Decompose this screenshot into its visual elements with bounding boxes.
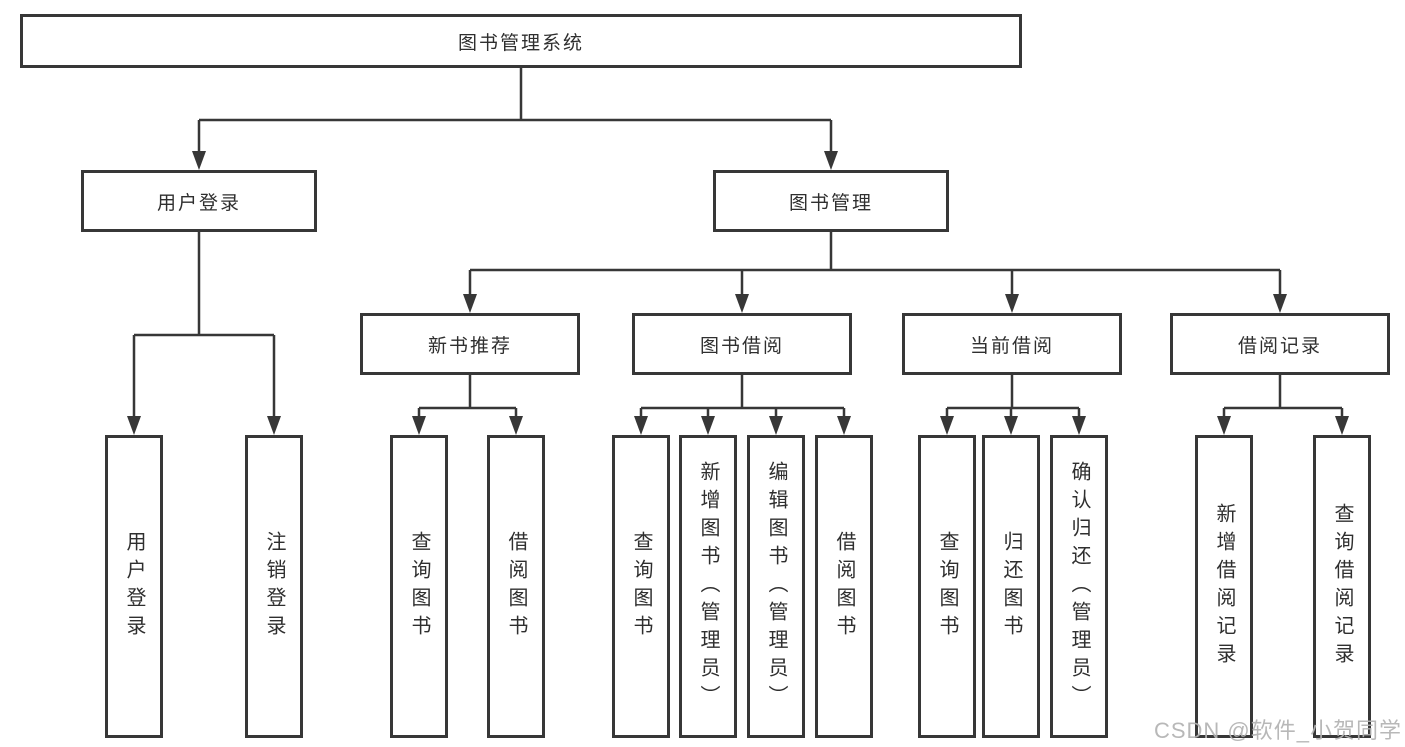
connector-borrow-records — [1222, 375, 1344, 424]
node-library-system: 图书管理系统 — [20, 14, 1022, 68]
node-label: 新增借阅记录 — [1213, 502, 1235, 671]
node-label: 借阅记录 — [1237, 335, 1322, 357]
node-label: 借阅图书 — [833, 530, 855, 643]
leaf-query-books-recommend: 查询图书 — [390, 435, 448, 738]
node-label: 用户登录 — [156, 192, 241, 214]
node-label: 查询图书 — [936, 530, 958, 643]
leaf-add-borrow-record: 新增借阅记录 — [1195, 435, 1253, 738]
watermark: CSDN @软件_小贺同学 — [1153, 718, 1402, 743]
node-label: 新书推荐 — [427, 335, 512, 357]
node-label: 图书管理系统 — [457, 32, 584, 54]
node-label: 用户登录 — [123, 530, 145, 643]
node-borrow-records: 借阅记录 — [1170, 313, 1390, 375]
node-label: 查询图书 — [408, 530, 430, 643]
connector-root — [197, 68, 833, 158]
node-label: 编辑图书（管理员） — [765, 460, 787, 713]
leaf-query-books-current: 查询图书 — [918, 435, 976, 738]
node-label: 查询借阅记录 — [1331, 502, 1353, 671]
node-book-borrow: 图书借阅 — [632, 313, 852, 375]
node-user-login: 用户登录 — [81, 170, 317, 232]
leaf-confirm-return-admin: 确认归还（管理员） — [1050, 435, 1108, 738]
node-label: 借阅图书 — [505, 530, 527, 643]
leaf-borrow-books-recommend: 借阅图书 — [487, 435, 545, 738]
connector-current-borrow — [945, 375, 1081, 424]
connector-book-borrow — [639, 375, 846, 424]
connector-book-management — [468, 232, 1282, 301]
leaf-borrow-books: 借阅图书 — [815, 435, 873, 738]
connector-user-login — [132, 232, 276, 424]
leaf-query-borrow-record: 查询借阅记录 — [1313, 435, 1371, 738]
node-label: 注销登录 — [263, 530, 285, 643]
node-label: 新增图书（管理员） — [697, 460, 719, 713]
connector-new-book — [417, 375, 518, 424]
node-label: 当前借阅 — [969, 335, 1054, 357]
node-label: 归还图书 — [1000, 530, 1022, 643]
node-label: 图书借阅 — [699, 335, 784, 357]
node-label: 图书管理 — [788, 192, 873, 214]
leaf-logout: 注销登录 — [245, 435, 303, 738]
leaf-edit-books-admin: 编辑图书（管理员） — [747, 435, 805, 738]
node-label: 确认归还（管理员） — [1068, 460, 1090, 713]
node-current-borrow: 当前借阅 — [902, 313, 1122, 375]
leaf-query-books-borrow: 查询图书 — [612, 435, 670, 738]
leaf-return-books: 归还图书 — [982, 435, 1040, 738]
node-book-management: 图书管理 — [713, 170, 949, 232]
node-new-book-recommend: 新书推荐 — [360, 313, 580, 375]
node-label: 查询图书 — [630, 530, 652, 643]
leaf-user-login: 用户登录 — [105, 435, 163, 738]
leaf-add-books-admin: 新增图书（管理员） — [679, 435, 737, 738]
